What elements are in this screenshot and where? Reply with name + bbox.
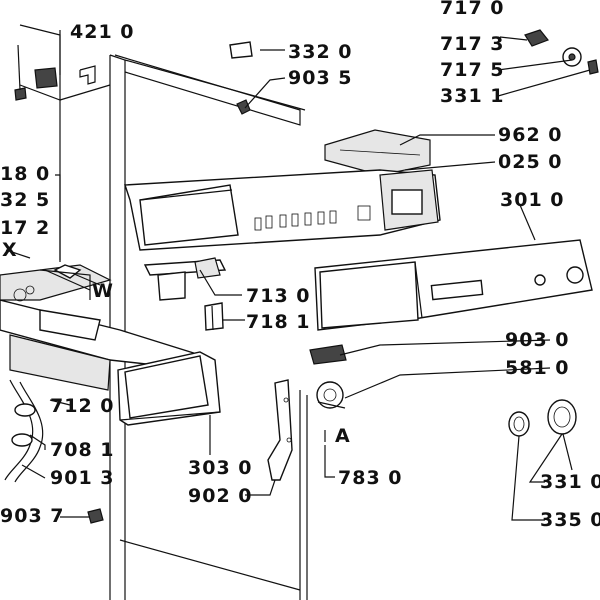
clip-718 bbox=[204, 302, 224, 331]
label-581-0: 581 0 bbox=[505, 357, 570, 379]
label-903-7: 903 7 bbox=[0, 505, 65, 527]
label-421-0: 421 0 bbox=[70, 21, 135, 43]
label-901-3: 901 3 bbox=[50, 467, 115, 489]
label-717-3: 717 3 bbox=[440, 33, 505, 55]
knobs bbox=[508, 399, 577, 437]
label-783-0: 783 0 bbox=[338, 467, 403, 489]
bracket-902 bbox=[267, 379, 293, 481]
label-32-5: 32 5 bbox=[0, 189, 50, 211]
hose-assembly bbox=[4, 379, 44, 483]
label-718-1: 718 1 bbox=[246, 311, 311, 333]
front-fascia-panel bbox=[314, 239, 593, 331]
label-303-0: 303 0 bbox=[188, 457, 253, 479]
label-a: A bbox=[335, 425, 351, 447]
panel-switches bbox=[254, 205, 371, 231]
label-331-0: 331 0 bbox=[540, 471, 600, 493]
label-w: W bbox=[92, 280, 114, 302]
cabinet-frame bbox=[19, 24, 308, 600]
bracket-713 bbox=[143, 257, 227, 301]
drawer-front bbox=[117, 351, 221, 426]
control-panel-assembly bbox=[124, 129, 441, 251]
label-x: X bbox=[2, 239, 18, 261]
label-18-0: 18 0 bbox=[0, 163, 50, 185]
label-332-0: 332 0 bbox=[288, 41, 353, 63]
part-labels: 421 0 332 0 903 5 717 0 717 3 717 5 331 … bbox=[0, 0, 600, 531]
label-713-0: 713 0 bbox=[246, 285, 311, 307]
label-712-0: 712 0 bbox=[50, 395, 115, 417]
leader-lines bbox=[5, 30, 591, 521]
label-708-1: 708 1 bbox=[50, 439, 115, 461]
label-962-0: 962 0 bbox=[498, 124, 563, 146]
label-301-0: 301 0 bbox=[500, 189, 565, 211]
label-717-5: 717 5 bbox=[440, 59, 505, 81]
label-331-1: 331 1 bbox=[440, 85, 505, 107]
label-903-5: 903 5 bbox=[288, 67, 353, 89]
screw-903-7 bbox=[87, 508, 104, 524]
pressure-switch bbox=[309, 344, 347, 442]
detergent-drawer-housing bbox=[0, 264, 201, 391]
label-717-0: 717 0 bbox=[440, 0, 505, 19]
top-small-parts bbox=[14, 41, 253, 115]
label-025-0: 025 0 bbox=[498, 151, 563, 173]
label-335-0: 335 0 bbox=[540, 509, 600, 531]
label-902-0: 902 0 bbox=[188, 485, 253, 507]
top-right-parts bbox=[524, 29, 599, 75]
label-17-2: 17 2 bbox=[0, 217, 50, 239]
label-903-0: 903 0 bbox=[505, 329, 570, 351]
